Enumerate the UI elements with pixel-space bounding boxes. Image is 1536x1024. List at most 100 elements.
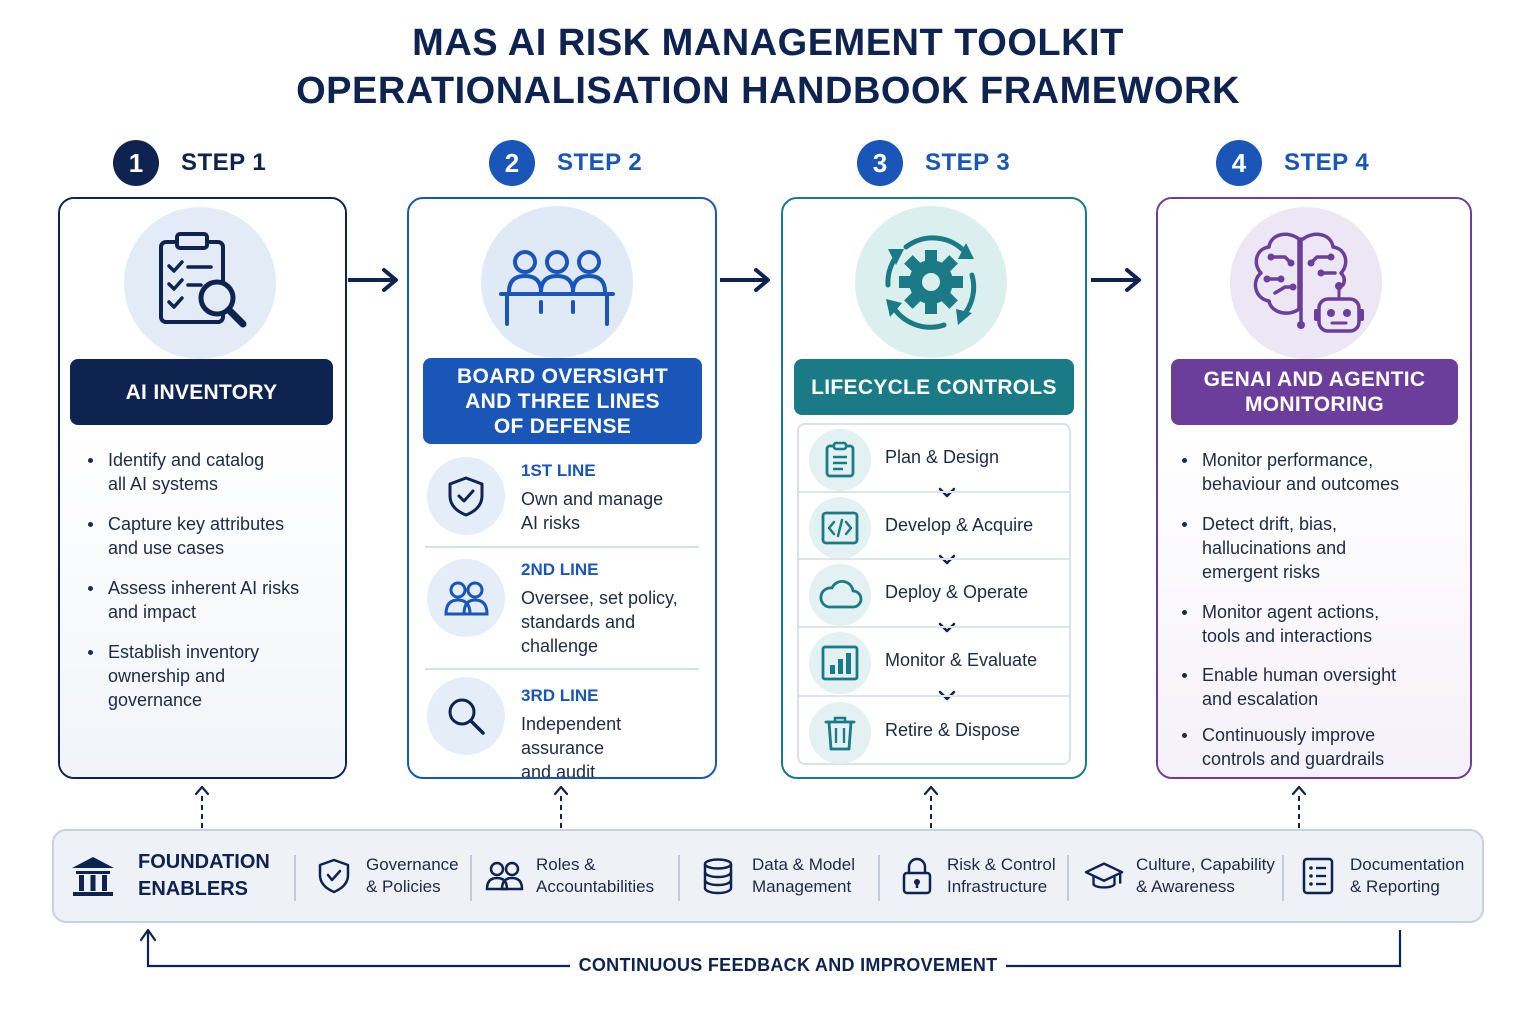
- first-line-title: 1ST LINE: [521, 461, 596, 480]
- banner-lifecycle-controls: LIFECYCLE CONTROLS: [794, 359, 1074, 415]
- foundation-item-governance: Governance& Policies: [314, 831, 459, 921]
- flow-arrow-2-3: [720, 268, 770, 292]
- people-icon: [427, 559, 505, 637]
- list-item: Retire & Dispose: [799, 698, 1069, 765]
- shield-check-icon: [314, 856, 354, 896]
- lifecycle-stage-label: Retire & Dispose: [885, 720, 1021, 740]
- banner-board-oversight: BOARD OVERSIGHT AND THREE LINES OF DEFEN…: [423, 358, 702, 444]
- page-title-line-1: MAS AI RISK MANAGEMENT TOOLKIT: [412, 22, 1124, 64]
- step-4-label: STEP 4: [1284, 149, 1370, 176]
- step-1-number: 1: [113, 140, 159, 186]
- dashed-up-arrow: [1291, 785, 1307, 828]
- monitoring-bullet-list: Monitor performance,behaviour and outcom…: [1182, 448, 1452, 771]
- lifecycle-stage-label: Deploy & Operate: [885, 582, 1029, 602]
- divider: [878, 855, 880, 901]
- chevron-down-icon: [938, 690, 956, 701]
- divider: [294, 855, 296, 901]
- lifecycle-stage-label: Plan & Design: [885, 447, 1000, 467]
- step-3-label: STEP 3: [925, 149, 1011, 176]
- lifecycle-stage-list: Plan & Design Develop & Acquire Deploy &…: [797, 423, 1071, 765]
- board-people-table-icon: [481, 206, 633, 358]
- foundation-title-line: ENABLERS: [138, 878, 249, 900]
- gear-cycle-arrows-icon: [855, 206, 1007, 358]
- flow-arrow-1-2: [348, 268, 398, 292]
- trash-icon: [809, 702, 871, 764]
- foundation-item-culture: Culture, Capability& Awareness: [1084, 831, 1275, 921]
- list-item: Deploy & Operate: [799, 560, 1069, 627]
- card-genai-monitoring: GENAI AND AGENTIC MONITORING Monitor per…: [1156, 197, 1472, 779]
- banner-genai-monitoring: GENAI AND AGENTIC MONITORING: [1171, 359, 1458, 425]
- divider: [425, 546, 699, 548]
- foundation-item-documentation: Documentation& Reporting: [1298, 831, 1464, 921]
- divider: [799, 558, 1069, 560]
- lifecycle-stage-label: Monitor & Evaluate: [885, 650, 1038, 670]
- clipboard-checklist-magnifier-icon: [124, 207, 276, 359]
- card-lifecycle-controls: LIFECYCLE CONTROLS Plan & Design Develop…: [781, 197, 1087, 779]
- step-3-header: 3 STEP 3: [857, 140, 1010, 186]
- flow-arrow-3-4: [1091, 268, 1141, 292]
- step-2-header: 2 STEP 2: [489, 140, 642, 186]
- people-icon: [484, 856, 524, 896]
- shield-check-icon: [427, 457, 505, 535]
- divider: [1282, 855, 1284, 901]
- card-board-oversight: BOARD OVERSIGHT AND THREE LINES OF DEFEN…: [407, 197, 717, 779]
- divider: [470, 855, 472, 901]
- cloud-icon: [809, 564, 871, 626]
- padlock-icon: [897, 856, 937, 896]
- institution-icon: [70, 856, 116, 896]
- step-3-number: 3: [857, 140, 903, 186]
- banner-ai-inventory: AI INVENTORY: [70, 359, 333, 425]
- third-line-title: 3RD LINE: [521, 686, 599, 705]
- foundation-title-line: FOUNDATION: [138, 851, 270, 873]
- foundation-item-roles: Roles &Accountabilities: [484, 831, 654, 921]
- step-2-label: STEP 2: [557, 149, 643, 176]
- divider: [678, 855, 680, 901]
- database-icon: [698, 856, 738, 896]
- list-item: Monitor performance,behaviour and outcom…: [1182, 448, 1452, 496]
- graduation-cap-icon: [1084, 856, 1124, 896]
- divider: [799, 626, 1069, 628]
- list-item: Monitor agent actions,tools and interact…: [1182, 600, 1452, 648]
- list-item: Plan & Design: [799, 425, 1069, 492]
- feedback-label: CONTINUOUS FEEDBACK AND IMPROVEMENT: [570, 955, 1006, 976]
- lifecycle-stage-label: Develop & Acquire: [885, 515, 1034, 535]
- second-line-of-defense: 2ND LINE Oversee, set policy,standards a…: [425, 559, 699, 663]
- step-4-number: 4: [1216, 140, 1262, 186]
- page-title-line-2: OPERATIONALISATION HANDBOOK FRAMEWORK: [296, 70, 1240, 112]
- bar-chart-icon: [809, 632, 871, 694]
- second-line-title: 2ND LINE: [521, 560, 599, 579]
- list-item: Develop & Acquire: [799, 493, 1069, 560]
- divider: [799, 695, 1069, 697]
- foundation-title: FOUNDATION ENABLERS: [70, 831, 270, 921]
- divider: [425, 668, 699, 670]
- divider: [799, 491, 1069, 493]
- step-4-header: 4 STEP 4: [1216, 140, 1369, 186]
- brain-robot-icon: [1230, 207, 1382, 359]
- dashed-up-arrow: [553, 785, 569, 828]
- dashed-up-arrow: [194, 785, 210, 828]
- list-item: Monitor & Evaluate: [799, 628, 1069, 695]
- step-1-header: 1 STEP 1: [113, 140, 266, 186]
- document-list-icon: [1298, 856, 1338, 896]
- code-icon: [809, 497, 871, 559]
- magnifier-icon: [427, 677, 505, 755]
- clipboard-icon: [809, 429, 871, 491]
- dashed-up-arrow: [923, 785, 939, 828]
- step-1-label: STEP 1: [181, 149, 267, 176]
